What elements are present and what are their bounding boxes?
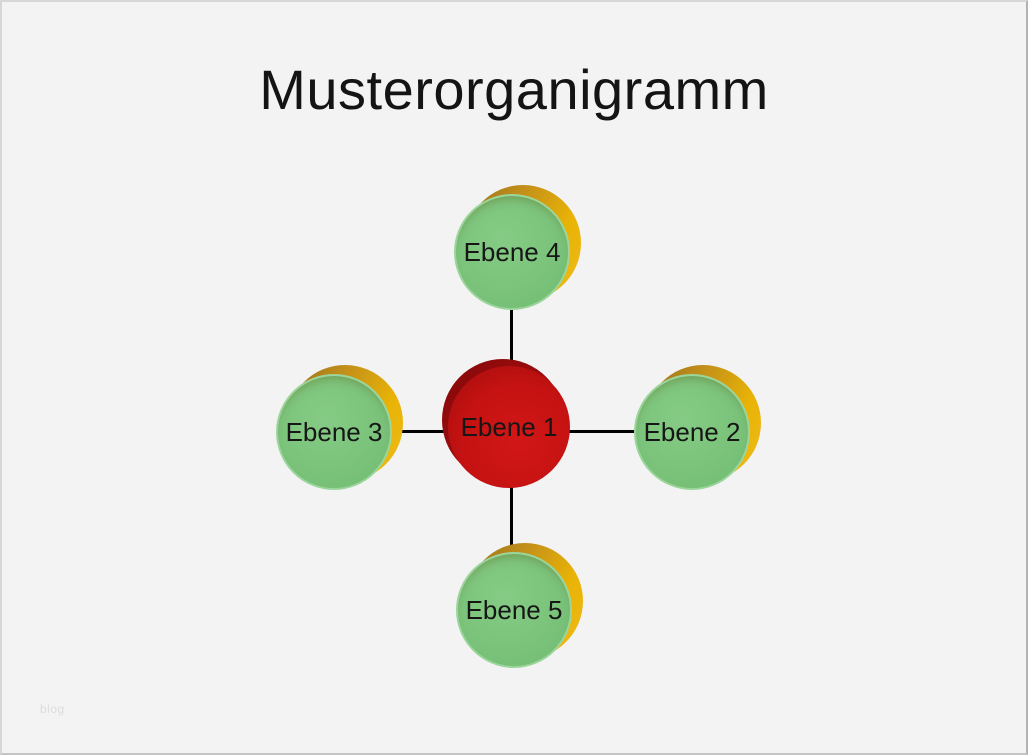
node-ebene-3[interactable]: Ebene 3 — [276, 365, 403, 490]
node-circle: Ebene 2 — [634, 374, 750, 490]
node-circle: Ebene 4 — [454, 194, 570, 310]
node-ebene-5[interactable]: Ebene 5 — [456, 543, 583, 668]
node-label: Ebene 3 — [285, 416, 383, 447]
node-circle: Ebene 3 — [276, 374, 392, 490]
node-label: Ebene 5 — [465, 594, 563, 625]
node-label: Ebene 4 — [463, 236, 561, 267]
node-label: Ebene 1 — [460, 411, 558, 442]
node-ebene-4[interactable]: Ebene 4 — [454, 185, 581, 310]
page-title: Musterorganigramm — [259, 58, 769, 121]
node-ebene-1[interactable]: Ebene 1 — [442, 359, 570, 488]
node-circle: Ebene 1 — [448, 366, 570, 488]
node-circle: Ebene 5 — [456, 552, 572, 668]
node-label: Ebene 2 — [643, 416, 741, 447]
watermark: blog — [40, 702, 65, 716]
node-ebene-2[interactable]: Ebene 2 — [634, 365, 761, 490]
